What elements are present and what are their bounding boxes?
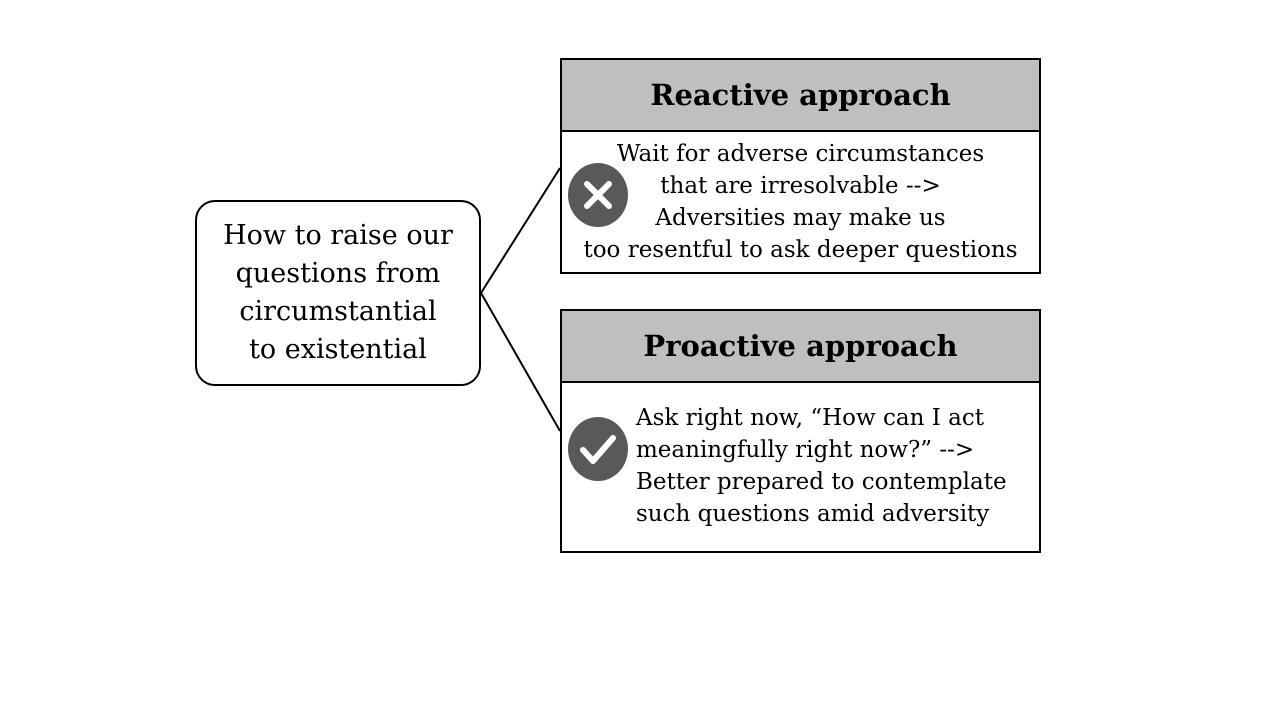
x-mark-icon xyxy=(568,163,628,227)
reactive-approach-card: Reactive approach Wait for adverse circu… xyxy=(560,58,1041,274)
proactive-approach-text: Ask right now, “How can I act meaningful… xyxy=(636,405,1007,527)
proactive-approach-card: Proactive approach Ask right now, “How c… xyxy=(560,309,1041,553)
root-question-text: How to raise our questions from circumst… xyxy=(223,220,453,365)
reactive-approach-text: Wait for adverse circumstances that are … xyxy=(583,141,1018,263)
connector-to-proactive xyxy=(480,292,561,432)
root-question-box: How to raise our questions from circumst… xyxy=(195,200,481,386)
proactive-approach-title: Proactive approach xyxy=(562,311,1039,383)
reactive-approach-title: Reactive approach xyxy=(562,60,1039,132)
check-mark-icon xyxy=(568,417,628,481)
connector-to-reactive xyxy=(480,167,561,294)
